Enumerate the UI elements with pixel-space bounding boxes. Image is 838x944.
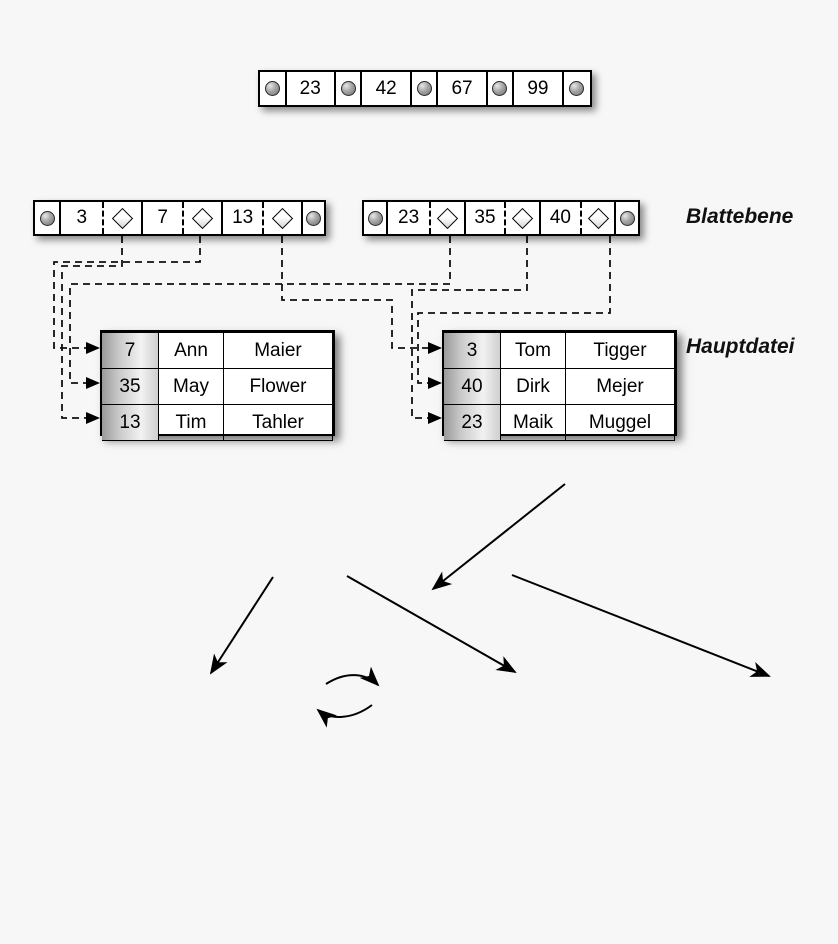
root-key-2: 67 [438,72,488,105]
table-right-row2-key: 23 [444,404,501,441]
leaf-right-key-2: 40 [539,202,580,234]
root-key-3: 99 [514,72,564,105]
table-row[interactable]: 40 Dirk Mejer [444,368,675,405]
leaf-left-key-1: 7 [141,202,182,234]
leaf-left-record-pointer-1[interactable] [182,202,221,234]
diamond-pointer-icon [112,207,134,229]
tree-arrow-layer [209,483,771,728]
table-left-row0-first: Ann [158,332,224,369]
circle-pointer-icon [264,81,280,96]
diamond-pointer-icon [192,207,214,229]
table-left-row1-first: May [158,368,224,405]
circle-pointer-icon [367,210,383,226]
table-row[interactable]: 35 May Flower [102,368,333,405]
table-right-row1-last: Mejer [565,368,675,405]
root-pointer-1[interactable] [336,72,363,105]
leaf-right-next-pointer[interactable] [614,202,638,234]
diamond-pointer-icon [512,207,534,229]
leaf-left-key-2: 13 [221,202,262,234]
table-right-row0-last: Tigger [565,332,675,369]
table-right-row1-key: 40 [444,368,501,405]
table-right-row2-last: Muggel [565,404,675,441]
table-right-row1-first: Dirk [500,368,566,405]
diagram-canvas: 23 42 67 99 3 7 13 [33,70,795,728]
circle-pointer-icon [492,81,508,96]
table-right-row2-first: Maik [500,404,566,441]
root-pointer-4[interactable] [564,72,590,105]
table-left-row2-last: Tahler [223,404,333,441]
root-pointer-0[interactable] [260,72,287,105]
leaf-right-record-pointer-0[interactable] [428,202,464,234]
circle-pointer-icon [569,81,585,96]
main-file-table-left[interactable]: 7 Ann Maier 35 May Flower 13 Tim Tahler [100,330,335,441]
circle-pointer-icon [619,210,635,226]
leaf-left-prev-pointer[interactable] [35,202,62,234]
root-key-0: 23 [287,72,336,105]
caption-main-file: Hauptdatei [686,335,795,358]
index-node-root[interactable]: 23 42 67 99 [258,70,592,107]
arrow-root-to-offpage [511,574,771,677]
leaf-right-record-pointer-1[interactable] [504,202,539,234]
leaf-left-key-0: 3 [76,207,88,228]
circle-pointer-icon [306,210,322,226]
table-row[interactable]: 3 Tom Tigger [444,332,675,369]
table-right-row0-first: Tom [500,332,566,369]
circle-pointer-icon [340,81,356,96]
leaf-left-record-pointer-2[interactable] [262,202,301,234]
main-file-table-right[interactable]: 3 Tom Tigger 40 Dirk Mejer 23 Maik Mugge… [442,330,677,441]
table-left-row1-key: 35 [102,368,159,405]
circle-pointer-icon [39,210,55,226]
circle-pointer-icon [416,81,432,96]
leaf-left-record-pointer-0[interactable] [102,202,141,234]
diamond-pointer-icon [272,207,294,229]
arrow-into-root [431,483,566,591]
table-left-row2-first: Tim [158,404,224,441]
table-row[interactable]: 7 Ann Maier [102,332,333,369]
arrow-root-to-leaf-right [346,575,517,673]
root-key-1: 42 [362,72,412,105]
table-left-row0-last: Maier [223,332,333,369]
table-right-row0-key: 3 [444,332,501,369]
leaf-right-record-pointer-2[interactable] [579,202,615,234]
table-row[interactable]: 13 Tim Tahler [102,404,333,441]
diamond-pointer-icon [436,207,458,229]
root-pointer-3[interactable] [488,72,515,105]
arrow-root-to-leaf-left [209,576,274,675]
table-left-row1-last: Flower [223,368,333,405]
diamond-pointer-icon [587,207,609,229]
root-pointer-2[interactable] [412,72,439,105]
arrow-leaf-next-to-prev [316,704,373,728]
table-left-row0-key: 7 [102,332,159,369]
leaf-node-right[interactable]: 23 35 40 [362,200,640,236]
leaf-right-key-0: 23 [398,207,420,228]
leaf-left-next-pointer[interactable] [301,202,324,234]
table-left-row2-key: 13 [102,404,159,441]
table-row[interactable]: 23 Maik Muggel [444,404,675,441]
leaf-right-key-1: 35 [463,202,505,234]
arrow-leaf-prev-to-next [325,666,380,687]
leaf-node-left[interactable]: 3 7 13 [33,200,326,236]
leaf-right-prev-pointer[interactable] [364,202,389,234]
caption-leaf-level: Blattebene [686,205,794,228]
